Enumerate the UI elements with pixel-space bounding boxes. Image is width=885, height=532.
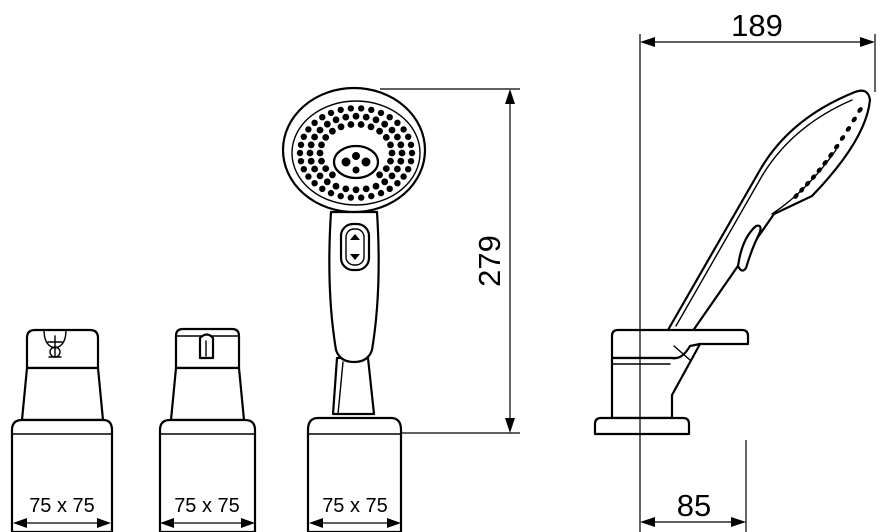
module-size-label-2: 75 x 75 <box>174 495 240 517</box>
module-size-label-3: 75 x 75 <box>322 495 388 517</box>
base-width-dimension-label: 85 <box>677 488 711 523</box>
center-emblem-icon <box>332 144 380 180</box>
height-dimension-label: 279 <box>472 235 507 287</box>
base-plate <box>593 416 691 436</box>
mixer-body <box>610 342 702 420</box>
arrow-up-icon <box>350 234 360 240</box>
side-view: 189 85 <box>593 8 876 532</box>
hand-shower-side <box>666 89 872 337</box>
module-size-label-1: 75 x 75 <box>29 495 95 517</box>
width-dimension-label: 189 <box>731 8 783 43</box>
nozzle-pattern-icon <box>296 105 416 201</box>
mixer-lever <box>610 328 750 360</box>
hand-shower-module: 75 x 75 <box>281 86 427 532</box>
side-button-icon <box>736 224 762 272</box>
height-dimension: 279 <box>380 88 520 434</box>
arrow-down-icon <box>350 254 360 260</box>
spray-select-button <box>339 222 371 272</box>
cross-handle-icon <box>43 329 67 358</box>
side-nozzle-icon <box>793 107 863 199</box>
valve-module-1: 75 x 75 <box>10 328 114 532</box>
valve-module-2: 75 x 75 <box>158 327 257 532</box>
